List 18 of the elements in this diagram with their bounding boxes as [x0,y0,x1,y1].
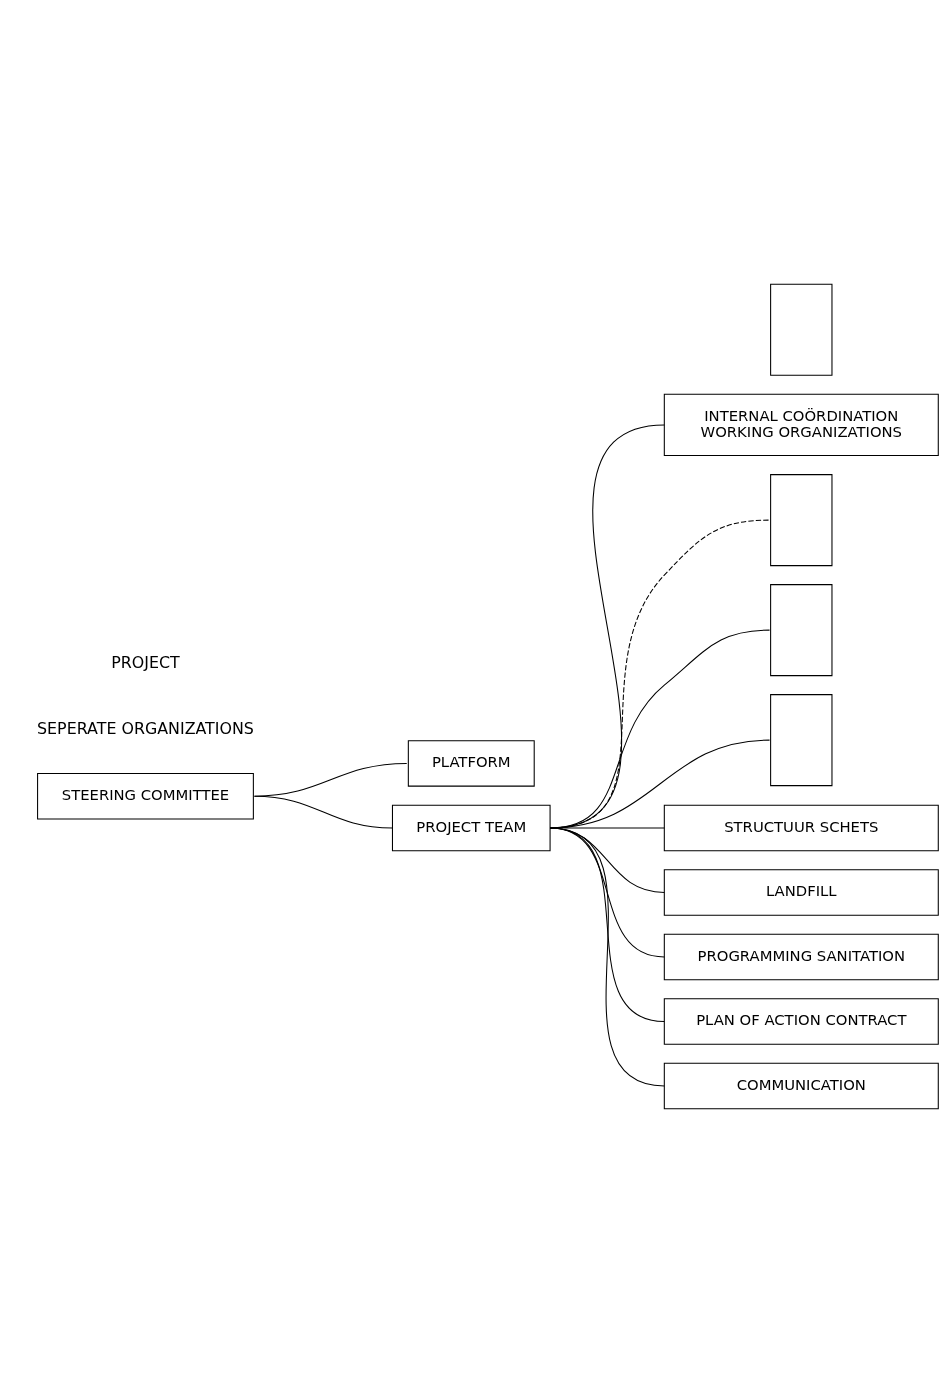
node-box [770,474,833,567]
connector [549,827,665,1087]
label: PROJECT [111,652,180,672]
node-box: PROJECT TEAM [391,804,551,852]
node-box: PLATFORM [407,740,535,787]
label: SEPERATE ORGANIZATIONS [37,719,254,739]
node-box: LANDFILL [663,869,939,916]
connector [253,795,393,829]
node-box: COMMUNICATION [663,1062,939,1110]
node-box: PROGRAMMING SANITATION [663,933,939,981]
connector [253,762,408,797]
node-box [770,283,833,376]
node-box: STRUCTUUR SCHETS [663,804,939,852]
node-box: INTERNAL COÖRDINATION WORKING ORGANIZATIONS [663,393,939,457]
node-box [770,694,833,787]
node-box: STEERING COMMITTEE [37,772,254,820]
node-box: PLAN OF ACTION CONTRACT [663,998,939,1045]
node-box [770,584,833,677]
